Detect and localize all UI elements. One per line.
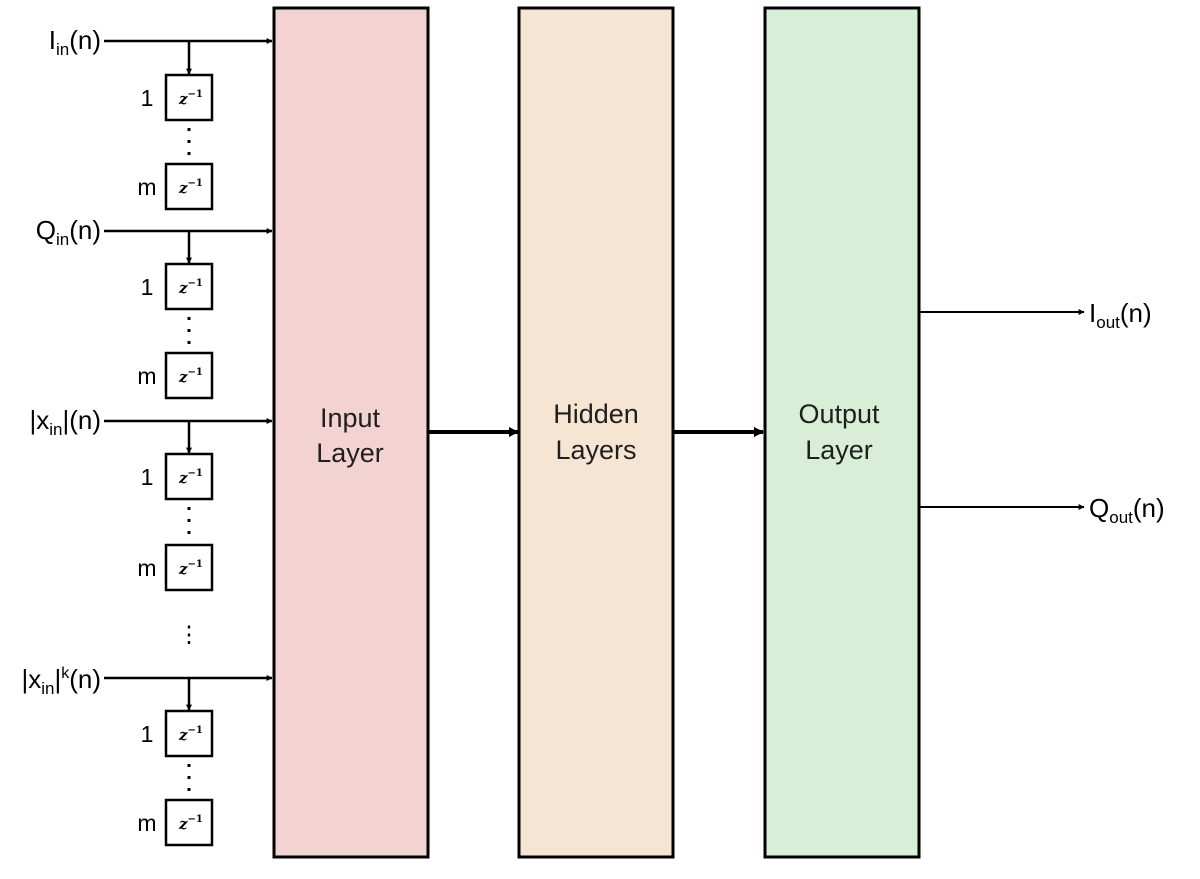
group-vdots: ⋮	[178, 621, 201, 647]
hidden-layers-block	[517, 6, 675, 859]
delay-box-x-1	[164, 452, 214, 501]
input-layer-label-line2: Layer	[316, 438, 384, 468]
z-inverse-xk-1: z−1	[178, 725, 203, 744]
delay-index-q-1: 1	[141, 274, 154, 300]
output-layer-label-line1: Output	[798, 399, 880, 429]
delay-index-i-m: m	[137, 174, 156, 200]
input-label-i: Iin(n)	[49, 25, 101, 59]
output-layer-block	[763, 6, 921, 859]
delay-box-xk-1	[164, 709, 214, 758]
input-label-abs-x: |xin|(n)	[29, 405, 101, 439]
delay-index-q-m: m	[137, 363, 156, 389]
delay-box-i-1	[164, 73, 214, 122]
delay-index-x-m: m	[137, 555, 156, 581]
hidden-layers-label-line2: Layers	[555, 435, 636, 465]
z-inverse-q-1: z−1	[178, 278, 203, 297]
hidden-layers-label-line1: Hidden	[553, 399, 639, 429]
z-inverse-x-1: z−1	[178, 468, 203, 487]
delay-box-q-1	[164, 262, 214, 311]
input-label-q: Qin(n)	[36, 215, 101, 249]
delay-box-xk-m	[164, 798, 214, 847]
z-inverse-i-1: z−1	[178, 89, 203, 108]
output-label-qout: Qout(n)	[1089, 493, 1165, 527]
delay-index-xk-1: 1	[141, 721, 154, 747]
input-layer-label-line1: Input	[320, 403, 381, 433]
output-label-iout: Iout(n)	[1089, 298, 1152, 332]
delay-index-i-1: 1	[141, 85, 154, 111]
z-inverse-x-m: z−1	[178, 559, 203, 578]
z-inverse-i-m: z−1	[178, 178, 203, 197]
input-layer-block	[272, 6, 430, 859]
delay-index-x-1: 1	[141, 464, 154, 490]
delay-box-q-m	[164, 351, 214, 400]
z-inverse-q-m: z−1	[178, 367, 203, 386]
output-layer-label-line2: Layer	[805, 435, 873, 465]
delay-index-xk-m: m	[137, 810, 156, 836]
delay-box-i-m	[164, 162, 214, 211]
delay-chains: z−1 1 z−1 m z−1 1 z−1 m z−1 1 z−1 m z−1 1 z−1 m	[104, 38, 273, 847]
delay-box-x-m	[164, 543, 214, 592]
input-label-abs-x-pow-k: |xin|k(n)	[21, 664, 101, 698]
z-inverse-xk-m: z−1	[178, 814, 203, 833]
